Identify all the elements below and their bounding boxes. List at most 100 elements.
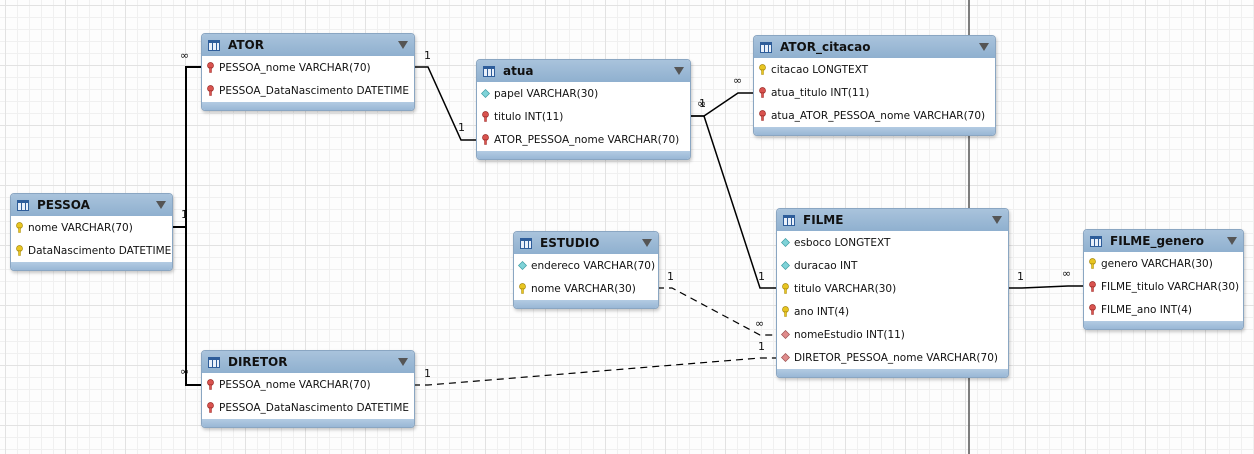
primary-key-icon — [781, 283, 790, 294]
card-diretor-one: 1 — [424, 367, 431, 380]
column-label: esboco LONGTEXT — [794, 236, 891, 249]
estudio-filme-relationship[interactable] — [657, 287, 776, 336]
column-list: nome VARCHAR(70) DataNascimento DATETIME — [11, 216, 172, 262]
diretor-filme-relationship[interactable] — [413, 357, 776, 386]
column-row[interactable]: titulo VARCHAR(30) — [777, 277, 1008, 300]
table-footer — [514, 300, 658, 308]
primary-key-icon — [781, 306, 790, 317]
column-label: PESSOA_DataNascimento DATETIME — [219, 401, 410, 414]
table-footer — [202, 419, 414, 427]
atua-filme-relationship[interactable] — [689, 115, 776, 289]
card-pessoa-diretor-many: ∞ — [180, 365, 190, 378]
filme-filmegenero-relationship[interactable] — [1007, 285, 1083, 289]
foreign-key-icon — [481, 134, 490, 145]
column-label: DataNascimento DATETIME — [28, 244, 172, 257]
table-title: PESSOA — [37, 198, 90, 212]
table-header[interactable]: FILME — [777, 209, 1008, 231]
column-row[interactable]: FILME_titulo VARCHAR(30) — [1084, 275, 1243, 298]
table-header[interactable]: PESSOA — [11, 194, 172, 216]
table-diretor[interactable]: DIRETOR PESSOA_nome VARCHAR(70) PESSOA_Dat… — [201, 350, 415, 428]
collapse-caret-icon[interactable] — [398, 358, 408, 366]
column-row[interactable]: atua_ATOR_PESSOA_nome VARCHAR(70) — [754, 104, 995, 127]
column-label: papel VARCHAR(30) — [494, 87, 599, 100]
card-filmegenero-many: ∞ — [1062, 267, 1072, 280]
column-row[interactable]: DIRETOR_PESSOA_nome VARCHAR(70) — [777, 346, 1008, 369]
column-row[interactable]: ATOR_PESSOA_nome VARCHAR(70) — [477, 128, 690, 151]
table-header[interactable]: ATOR — [202, 34, 414, 56]
column-row[interactable]: papel VARCHAR(30) — [477, 82, 690, 105]
column-label: endereco VARCHAR(70) — [531, 259, 656, 272]
table-header[interactable]: ESTUDIO — [514, 232, 658, 254]
table-title: DIRETOR — [228, 355, 288, 369]
column-row[interactable]: esboco LONGTEXT — [777, 231, 1008, 254]
primary-key-icon — [518, 283, 527, 294]
table-filme[interactable]: FILME esboco LONGTEXT duracao INT titulo VA… — [776, 208, 1009, 378]
column-label: nomeEstudio INT(11) — [794, 328, 905, 341]
column-label: atua_titulo INT(11) — [771, 86, 870, 99]
column-row[interactable]: duracao INT — [777, 254, 1008, 277]
collapse-caret-icon[interactable] — [1227, 237, 1237, 245]
column-row[interactable]: DataNascimento DATETIME — [11, 239, 172, 262]
ator-atua-relationship[interactable] — [413, 66, 476, 141]
column-row[interactable]: genero VARCHAR(30) — [1084, 252, 1243, 275]
column-row[interactable]: PESSOA_DataNascimento DATETIME — [202, 396, 414, 419]
column-row[interactable]: FILME_ano INT(4) — [1084, 298, 1243, 321]
collapse-caret-icon[interactable] — [992, 216, 1002, 224]
column-row[interactable]: atua_titulo INT(11) — [754, 81, 995, 104]
primary-key-icon — [758, 64, 767, 75]
column-label: ATOR_PESSOA_nome VARCHAR(70) — [494, 133, 680, 146]
table-atua[interactable]: atua papel VARCHAR(30) titulo INT(11) ATOR_… — [476, 59, 691, 160]
pessoa-ator-relationship[interactable] — [171, 66, 201, 228]
card-pessoa-one: 1 — [181, 208, 188, 221]
table-header[interactable]: atua — [477, 60, 690, 82]
column-label: FILME_titulo VARCHAR(30) — [1101, 280, 1240, 293]
collapse-caret-icon[interactable] — [979, 43, 989, 51]
column-label: nome VARCHAR(70) — [28, 221, 133, 234]
table-pessoa[interactable]: PESSOA nome VARCHAR(70) DataNascimento DAT… — [10, 193, 173, 271]
column-row[interactable]: nomeEstudio INT(11) — [777, 323, 1008, 346]
foreign-column-icon — [781, 329, 790, 340]
collapse-caret-icon[interactable] — [642, 239, 652, 247]
collapse-caret-icon[interactable] — [156, 201, 166, 209]
column-icon — [481, 88, 490, 99]
card-atorcitacao-many: ∞ — [733, 74, 743, 87]
column-row[interactable]: titulo INT(11) — [477, 105, 690, 128]
card-atua-one: 1 — [458, 121, 465, 134]
collapse-caret-icon[interactable] — [674, 67, 684, 75]
column-row[interactable]: nome VARCHAR(30) — [514, 277, 658, 300]
column-label: ano INT(4) — [794, 305, 850, 318]
table-header[interactable]: DIRETOR — [202, 351, 414, 373]
column-row[interactable]: endereco VARCHAR(70) — [514, 254, 658, 277]
primary-key-icon — [15, 222, 24, 233]
table-header[interactable]: ATOR_citacao — [754, 36, 995, 58]
column-row[interactable]: nome VARCHAR(70) — [11, 216, 172, 239]
card-filme-one: 1 — [1017, 270, 1024, 283]
collapse-caret-icon[interactable] — [398, 41, 408, 49]
table-estudio[interactable]: ESTUDIO endereco VARCHAR(70) nome VARCHAR(… — [513, 231, 659, 309]
card-atua-many: ∞ — [697, 97, 707, 110]
column-row[interactable]: PESSOA_DataNascimento DATETIME — [202, 79, 414, 102]
card-ator-one: 1 — [424, 49, 431, 62]
pessoa-diretor-relationship[interactable] — [171, 226, 201, 386]
column-icon — [781, 237, 790, 248]
table-header[interactable]: FILME_genero — [1084, 230, 1243, 252]
table-title: FILME_genero — [1110, 234, 1205, 248]
table-footer — [754, 127, 995, 135]
column-row[interactable]: PESSOA_nome VARCHAR(70) — [202, 373, 414, 396]
column-list: esboco LONGTEXT duracao INT titulo VARCHAR… — [777, 231, 1008, 369]
table-icon — [208, 39, 220, 51]
column-label: titulo VARCHAR(30) — [794, 282, 897, 295]
table-footer — [11, 262, 172, 270]
column-label: PESSOA_DataNascimento DATETIME — [219, 84, 410, 97]
primary-key-icon — [1088, 258, 1097, 269]
table-icon — [783, 214, 795, 226]
card-estudio-one: 1 — [667, 270, 674, 283]
column-row[interactable]: citacao LONGTEXT — [754, 58, 995, 81]
column-list: endereco VARCHAR(70) nome VARCHAR(30) — [514, 254, 658, 300]
column-row[interactable]: ano INT(4) — [777, 300, 1008, 323]
column-row[interactable]: PESSOA_nome VARCHAR(70) — [202, 56, 414, 79]
table-title: atua — [503, 64, 534, 78]
